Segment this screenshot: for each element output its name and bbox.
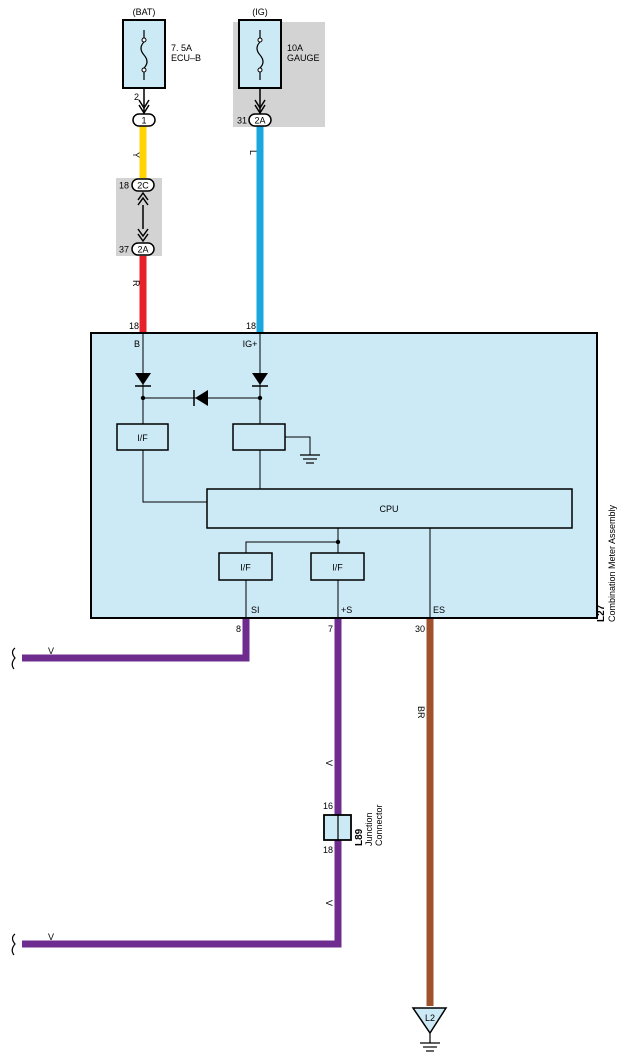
fuse-bat-source: (BAT) [133, 7, 156, 17]
wire-break-mark [11, 647, 16, 670]
regulator-block [232, 423, 286, 451]
svg-text:I/F: I/F [240, 563, 251, 573]
connector-arrow-icon [254, 99, 266, 115]
junction-bottom-pin: 37 [119, 245, 129, 255]
pin-ig: 18 [246, 321, 256, 331]
connector-2a-junction [131, 242, 155, 256]
ground-icon [420, 1042, 440, 1052]
label-si: SI [251, 605, 260, 615]
connector-arrow-icon [137, 228, 149, 243]
cpu-label: CPU [379, 504, 398, 514]
if-block-s [310, 552, 365, 581]
pin-es: 30 [415, 624, 425, 634]
wire-label-red: R [131, 280, 141, 287]
svg-text:I/F: I/F [332, 563, 343, 573]
wire-label-violet: V [48, 646, 54, 656]
diode-icon [252, 373, 268, 385]
wire-label-brown: BR [416, 706, 426, 719]
wire-label-blue: L [248, 150, 258, 155]
svg-text:2A: 2A [254, 116, 265, 126]
junction-name-2: Connector [374, 804, 384, 846]
if-block-top [116, 423, 169, 451]
pin-s: 7 [328, 624, 333, 634]
fuse-bat-name: ECU–B [171, 53, 201, 63]
junction-top-pin: 18 [119, 181, 129, 191]
fuse-bat-pin: 2 [134, 92, 139, 102]
fuse-icon [140, 30, 148, 80]
wire-label-violet: V [324, 900, 334, 906]
connector-2a [248, 113, 272, 127]
diode-icon [195, 390, 208, 406]
cpu-block [206, 488, 573, 529]
label-es: ES [433, 605, 445, 615]
fuse-ig-rating: 10A [287, 43, 303, 53]
pin-b: 18 [129, 321, 139, 331]
label-ig: IG+ [243, 339, 258, 349]
junction-pin-top: 16 [323, 801, 333, 811]
connector-arrow-icon [137, 191, 149, 206]
svg-text:2C: 2C [137, 181, 149, 191]
ground-label: L2 [425, 1013, 435, 1023]
wire-break-mark [11, 933, 16, 956]
junction-connector-label: L89 Junction Connector [354, 804, 384, 846]
diode-icon [135, 373, 151, 385]
wire-label-yellow: Y [131, 152, 141, 158]
junction-code: L89 [354, 828, 365, 846]
wire-violet-s-lower [22, 840, 342, 948]
svg-text:2A: 2A [137, 245, 148, 255]
ground-point [411, 1007, 448, 1035]
connector-1 [132, 113, 156, 127]
fuse-icon [256, 30, 264, 80]
fuse-bat-rating: 7. 5A [171, 43, 192, 53]
junction-pin-bottom: 18 [323, 845, 333, 855]
fuse-ig-pin: 31 [237, 116, 247, 126]
connector-arrow-icon [138, 99, 150, 115]
wire-label-violet: V [48, 932, 54, 942]
meter-side-label: L27 Combination Meter Assembly [596, 504, 617, 622]
ground-icon [300, 454, 320, 464]
connector-2c [131, 178, 155, 192]
meter-name: Combination Meter Assembly [607, 504, 617, 622]
fuse-ig-source: (IG) [252, 7, 268, 17]
label-b: B [134, 339, 140, 349]
wire-label-violet: V [324, 760, 334, 766]
wire-violet-si [22, 618, 250, 662]
svg-text:1: 1 [141, 116, 146, 126]
junction-name-1: Junction [364, 812, 374, 846]
meter-code: L27 [596, 604, 607, 622]
fuse-ig-name: GAUGE [287, 53, 320, 63]
pin-si: 8 [236, 624, 241, 634]
label-s: +S [341, 605, 352, 615]
svg-text:I/F: I/F [137, 433, 148, 443]
